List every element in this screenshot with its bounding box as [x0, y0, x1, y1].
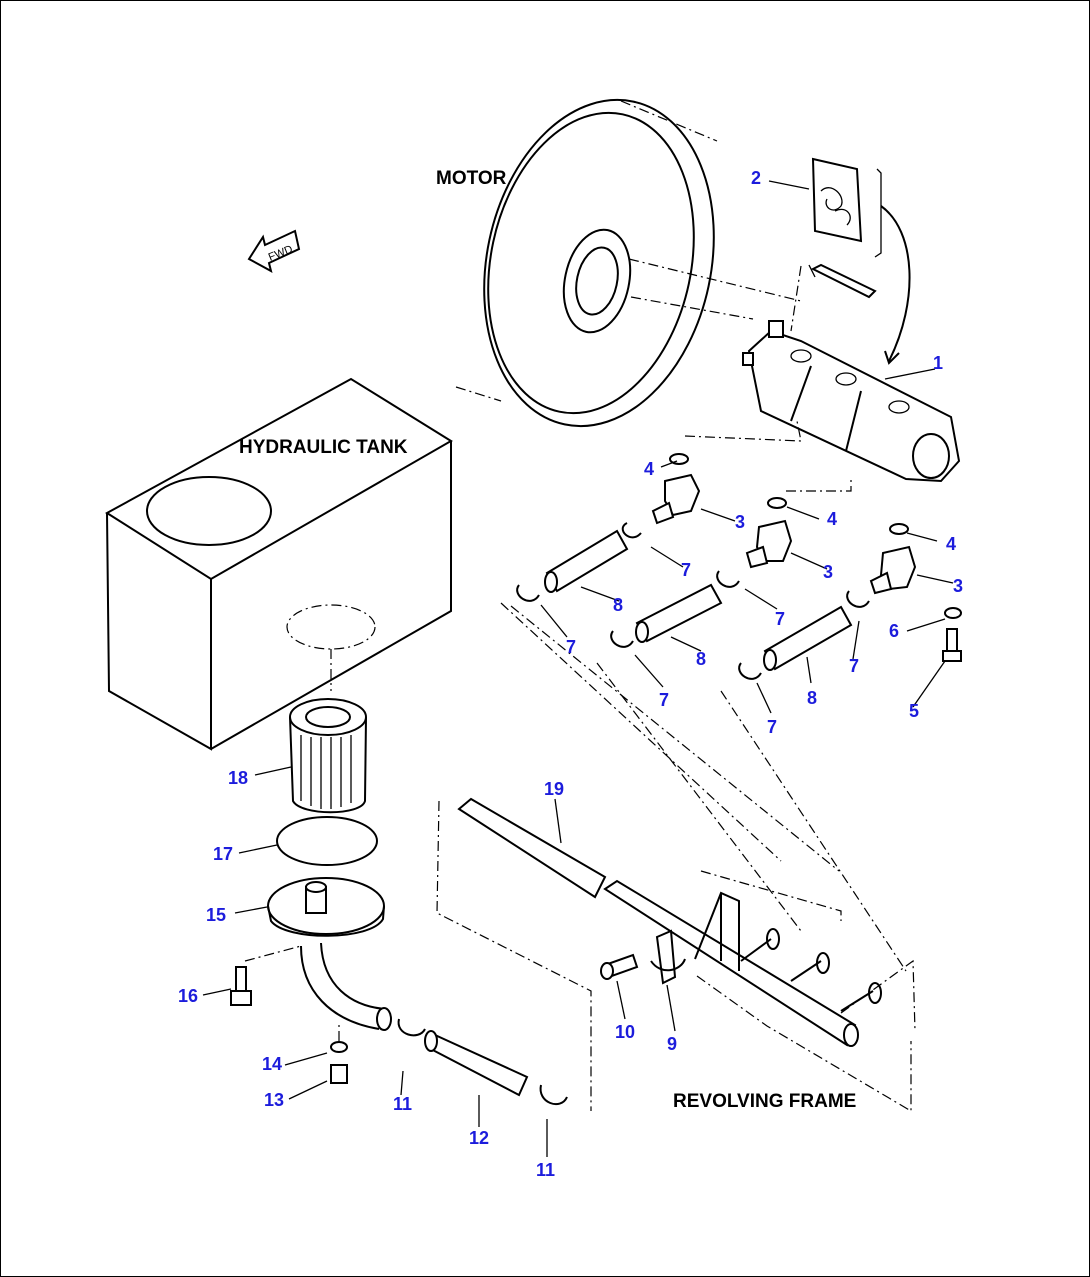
hydraulic-pump — [684, 320, 961, 492]
callout-3b: 3 — [823, 562, 834, 582]
callout-3a: 3 — [735, 512, 746, 532]
callout-7e: 7 — [659, 690, 670, 710]
callout-16: 16 — [178, 986, 199, 1006]
callout-12: 12 — [469, 1128, 490, 1148]
callout-18: 18 — [228, 768, 249, 788]
hydraulic-tank — [105, 377, 453, 751]
callout-15: 15 — [206, 905, 227, 925]
callout-1: 1 — [933, 353, 944, 373]
suction-pipe — [457, 797, 859, 1047]
callout-11b: 11 — [536, 1160, 556, 1180]
flange-bolts — [230, 945, 348, 1084]
callout-4a: 4 — [644, 459, 655, 479]
callout-4c: 4 — [946, 534, 957, 554]
decal-plate — [811, 157, 911, 365]
callout-7a: 7 — [681, 560, 692, 580]
callout-5: 5 — [909, 701, 920, 721]
fwd-arrow-text: FWD — [267, 243, 295, 264]
suction-hose-lower — [397, 800, 592, 1111]
callout-7b: 7 — [775, 609, 786, 629]
elbow-fittings — [651, 453, 962, 662]
callout-7d: 7 — [849, 656, 860, 676]
callout-19: 19 — [544, 779, 565, 799]
gasket — [276, 816, 378, 866]
motor-flywheel — [455, 98, 802, 428]
motor-label: MOTOR — [436, 168, 507, 189]
callout-9: 9 — [667, 1034, 678, 1054]
hydraulic-tank-label: HYDRAULIC TANK — [239, 437, 408, 458]
callout-6: 6 — [889, 621, 900, 641]
suction-flange — [267, 877, 392, 1031]
fwd-arrow-icon: FWD — [247, 229, 301, 273]
callout-8a: 8 — [613, 595, 624, 615]
callout-3c: 3 — [953, 576, 964, 596]
callout-10: 10 — [615, 1022, 636, 1042]
strainer — [289, 698, 367, 814]
callout-7c: 7 — [566, 637, 577, 657]
callout-14: 14 — [262, 1054, 283, 1074]
callout-8c: 8 — [807, 688, 818, 708]
callout-7f: 7 — [767, 717, 778, 737]
callout-17: 17 — [213, 844, 234, 864]
callout-8b: 8 — [696, 649, 707, 669]
pipe-clip — [600, 929, 686, 985]
callout-4b: 4 — [827, 509, 838, 529]
leader-lines — [202, 180, 954, 1157]
pump-bolt — [790, 263, 877, 332]
revolving-frame-label: REVOLVING FRAME — [673, 1091, 857, 1112]
callout-13: 13 — [264, 1090, 285, 1110]
suction-hoses — [500, 522, 907, 972]
callout-2: 2 — [751, 168, 762, 188]
revolving-frame — [694, 870, 916, 1113]
callout-11a: 11 — [393, 1094, 413, 1114]
